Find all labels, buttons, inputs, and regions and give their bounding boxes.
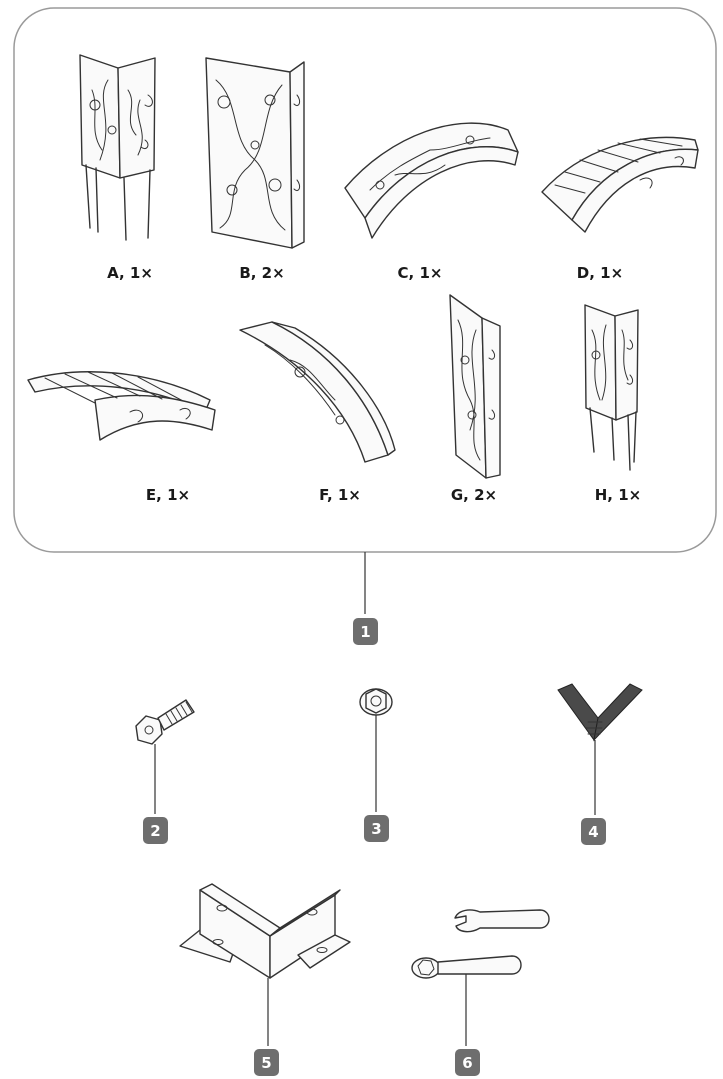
callout-4-badge	[581, 818, 606, 845]
callout-2-badge	[143, 817, 168, 844]
panel-f-icon	[239, 321, 396, 463]
callout-4-number: 4	[588, 823, 598, 841]
panel-e-label: E, 1×	[146, 486, 190, 504]
callout-3-number: 3	[371, 820, 381, 838]
panel-c-icon	[344, 122, 519, 239]
panel-h-label: H, 1×	[595, 486, 641, 504]
callout-6-number: 6	[462, 1054, 472, 1072]
panel-g-icon	[449, 294, 501, 479]
corner-bracket-icon	[179, 883, 351, 979]
panel-a-label: A, 1×	[107, 264, 153, 282]
panel-d-label: D, 1×	[577, 264, 623, 282]
wrench-icon	[411, 909, 550, 979]
panel-e-icon	[27, 371, 216, 441]
panel-f-label: F, 1×	[319, 486, 361, 504]
panel-g-label: G, 2×	[451, 486, 497, 504]
callout-6-badge	[455, 1049, 480, 1076]
panel-h-icon	[584, 304, 639, 471]
panel-b-icon	[205, 57, 305, 249]
panel-a-icon	[79, 54, 156, 241]
callout-5-badge	[254, 1049, 279, 1076]
callout-3-badge	[364, 815, 389, 842]
bolt-icon	[135, 699, 195, 745]
panel-d-icon	[541, 136, 699, 233]
nut-icon	[359, 688, 393, 716]
callout-5-number: 5	[261, 1054, 271, 1072]
callout-1-number: 1	[360, 623, 370, 641]
angle-bracket-small-icon	[557, 683, 643, 742]
callout-1-badge	[353, 618, 378, 645]
panel-c-label: C, 1×	[398, 264, 443, 282]
callout-2-number: 2	[150, 822, 160, 840]
panel-b-label: B, 2×	[239, 264, 284, 282]
